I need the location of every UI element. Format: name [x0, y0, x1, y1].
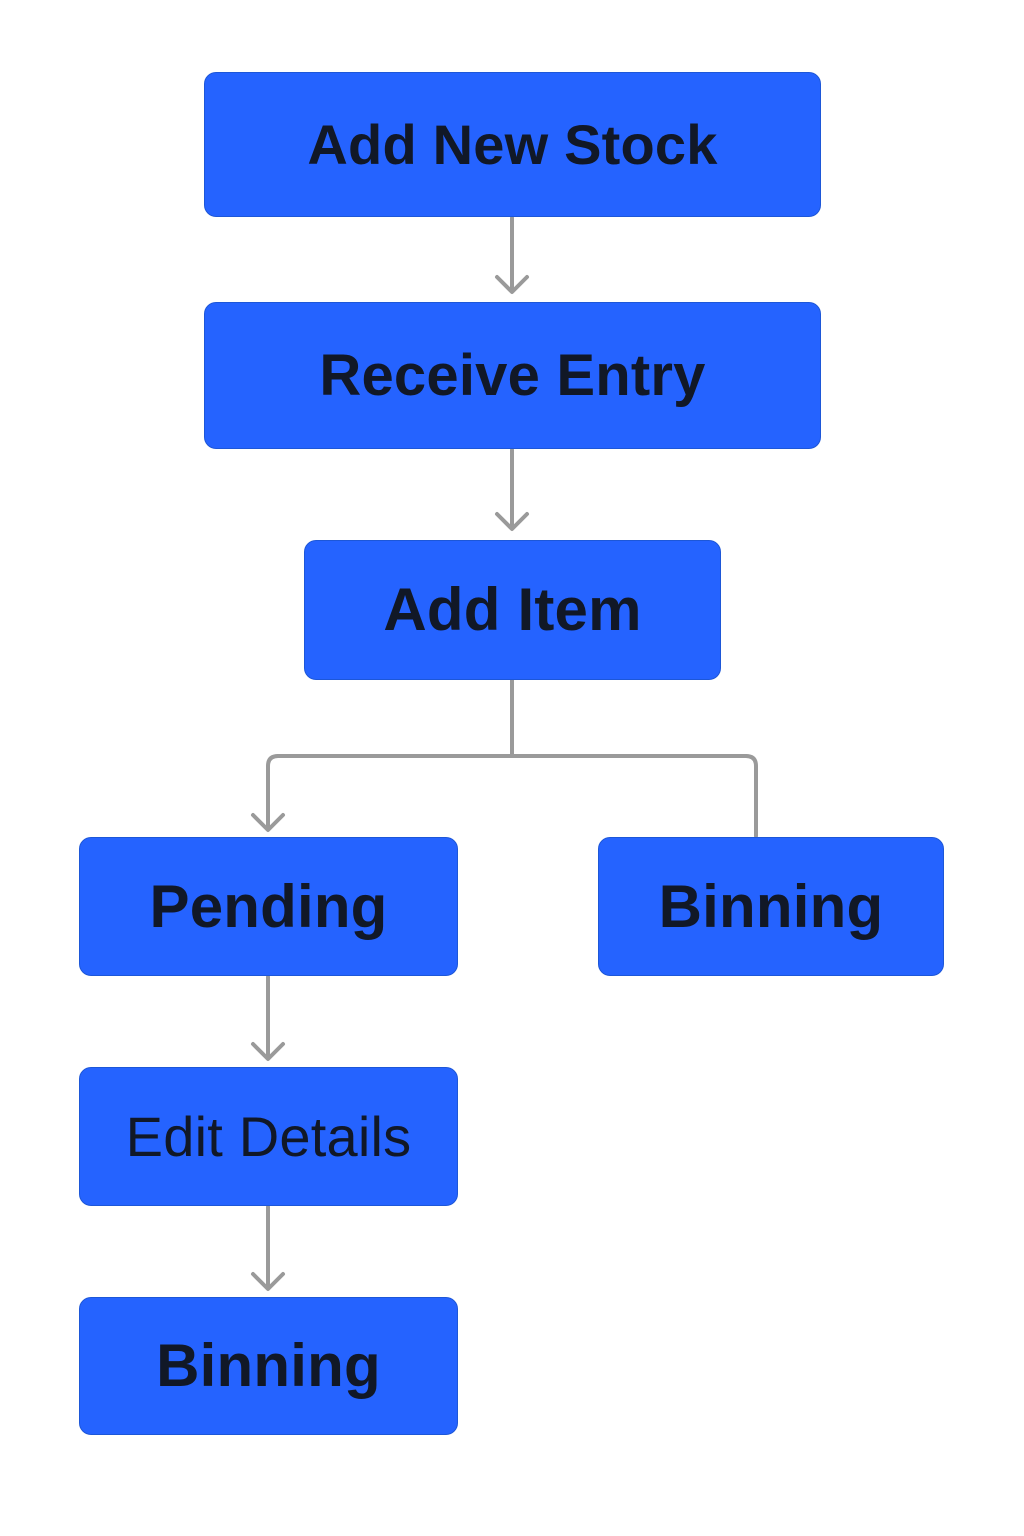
node-label-binning-bottom: Binning: [156, 1332, 381, 1399]
node-pending: Pending: [79, 837, 458, 976]
connector-add-new-stock-to-receive-entry: [495, 216, 529, 294]
node-add-item: Add Item: [304, 540, 721, 680]
node-label-binning-right: Binning: [658, 872, 884, 940]
node-add-new-stock: Add New Stock: [204, 72, 821, 217]
node-binning-bottom: Binning: [79, 1297, 458, 1435]
node-label-pending: Pending: [149, 872, 388, 940]
node-label-receive-entry: Receive Entry: [319, 342, 706, 408]
connector-receive-entry-to-add-item: [495, 448, 529, 531]
connector-edit-details-to-binning: [251, 1205, 285, 1291]
connector-pending-to-edit-details: [251, 975, 285, 1061]
node-receive-entry: Receive Entry: [204, 302, 821, 449]
node-binning-right: Binning: [598, 837, 944, 976]
node-label-add-new-stock: Add New Stock: [307, 112, 718, 176]
node-label-add-item: Add Item: [383, 576, 642, 643]
node-label-edit-details: Edit Details: [125, 1104, 412, 1168]
connector-add-item-branch: [251, 678, 758, 838]
node-edit-details: Edit Details: [79, 1067, 458, 1206]
